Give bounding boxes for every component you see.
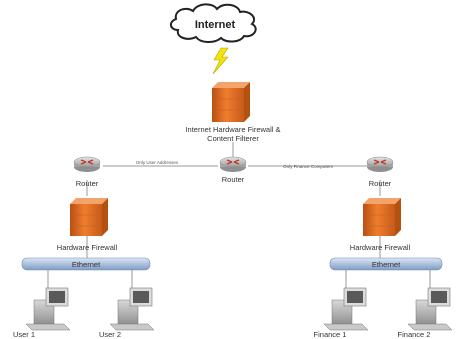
right-link-label: Only Finance Computers [283, 164, 334, 169]
main-firewall-label-line1: Internet Hardware Firewall & [185, 125, 280, 134]
computer-icon-user2 [109, 287, 155, 331]
right-firewall-label: Hardware Firewall [350, 243, 411, 252]
left-router-icon [73, 156, 101, 172]
computer-icon-user1 [25, 287, 71, 331]
computer-icon-finance1 [323, 287, 369, 331]
computer-icon-finance2 [407, 287, 453, 331]
left-firewall-label: Hardware Firewall [57, 243, 118, 252]
finance1-label: Finance 1 [314, 330, 347, 339]
left-firewall [70, 198, 108, 236]
center-router-icon [219, 156, 247, 172]
center-router-label: Router [222, 175, 245, 184]
right-ethernet-label: Ethernet [372, 260, 401, 269]
right-ethernet-bar: Ethernet [329, 257, 443, 271]
lightning-icon [212, 47, 229, 75]
left-link-label: Only User Addresses [136, 160, 179, 165]
right-router-label: Router [369, 179, 392, 188]
user2-label: User 2 [99, 330, 121, 339]
internet-cloud: Internet [170, 3, 257, 43]
left-router-label: Router [76, 179, 99, 188]
main-firewall-label-line2: Content Filterer [207, 134, 259, 143]
main-firewall [212, 82, 250, 122]
connection-lines [47, 142, 431, 288]
user1-label: User 1 [13, 330, 35, 339]
finance2-label: Finance 2 [398, 330, 431, 339]
left-ethernet-label: Ethernet [72, 260, 101, 269]
left-ethernet-bar: Ethernet [21, 257, 151, 271]
right-router-icon [366, 156, 394, 172]
right-firewall [363, 198, 401, 236]
internet-label: Internet [195, 19, 236, 31]
